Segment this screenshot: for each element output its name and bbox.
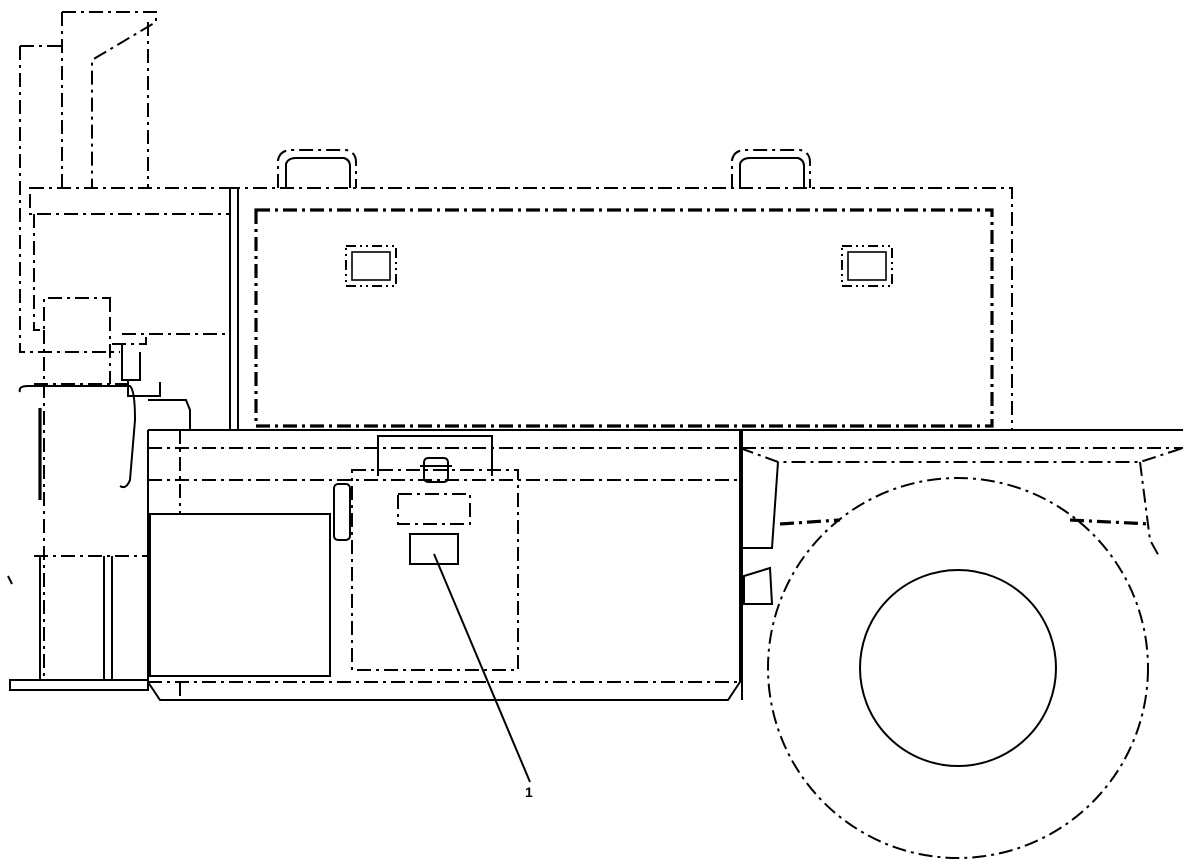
edge-mark (7, 575, 13, 585)
frame-and-fender (739, 430, 1183, 700)
left-mast-assembly (9, 11, 231, 691)
callout-1-leader (433, 553, 531, 783)
wheel (767, 477, 1149, 859)
callout-label-1: 1 (525, 784, 533, 800)
main-body (147, 429, 1183, 701)
toolbox (226, 149, 1013, 430)
